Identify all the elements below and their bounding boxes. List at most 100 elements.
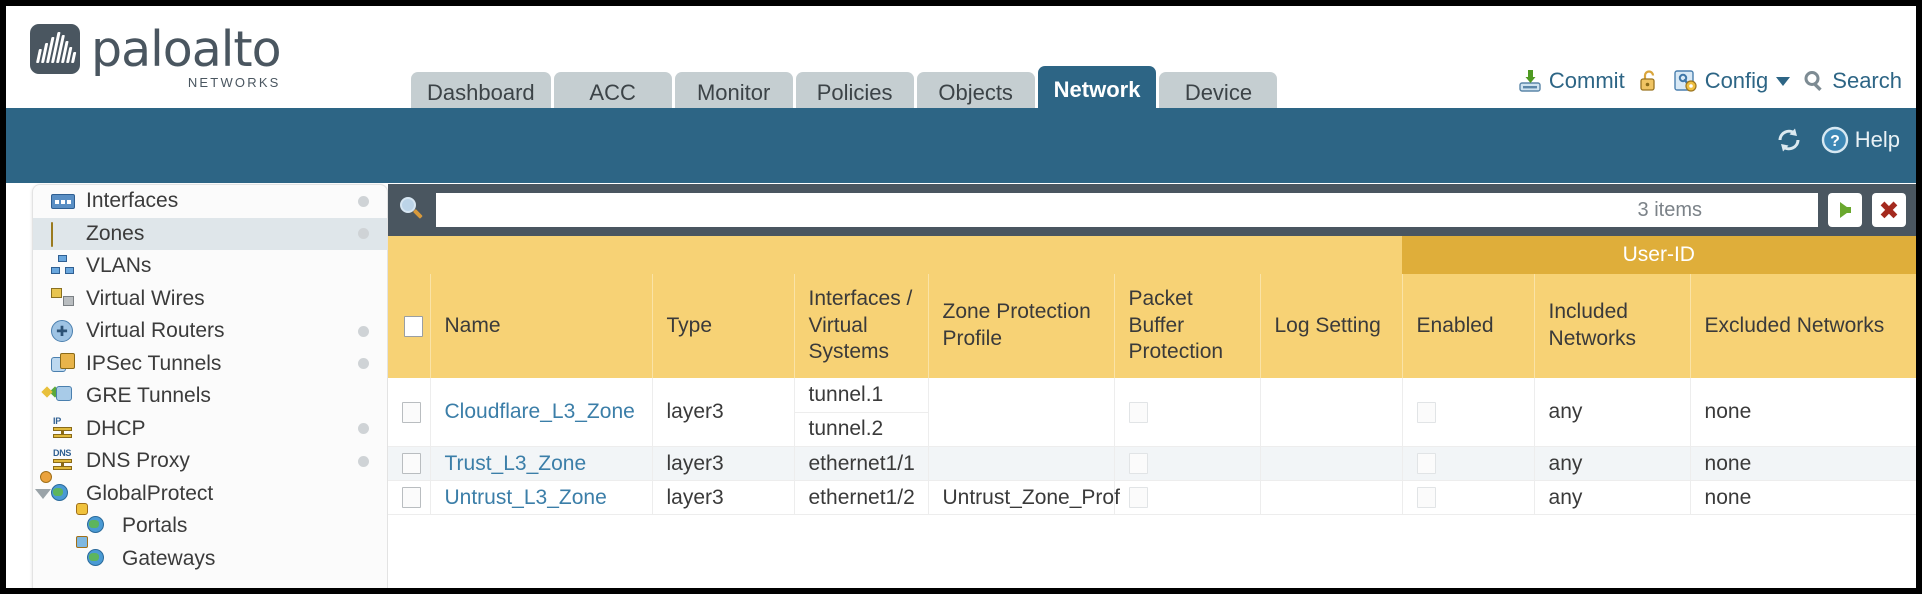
sub-header-band: ? Help	[6, 108, 1916, 183]
sidebar-item-dns-proxy[interactable]: DNS DNS Proxy	[33, 445, 387, 478]
sidebar-item-label: IPSec Tunnels	[86, 351, 222, 375]
logo-mark-icon	[30, 24, 80, 74]
tab-objects[interactable]: Objects	[916, 72, 1035, 114]
col-header-type[interactable]: Type	[652, 274, 795, 378]
help-icon: ?	[1821, 126, 1848, 154]
row-select-cell	[388, 446, 431, 481]
row-select-checkbox[interactable]	[402, 487, 421, 509]
sidebar-item-vlans[interactable]: VLANs	[33, 250, 387, 283]
sidebar-item-label: Virtual Routers	[86, 319, 225, 343]
lock-button[interactable]	[1637, 69, 1661, 93]
col-header-excluded-networks[interactable]: Excluded Networks	[1690, 274, 1916, 378]
select-all-checkbox[interactable]	[404, 315, 423, 337]
userid-enabled-checkbox[interactable]	[1416, 401, 1436, 423]
sidebar-item-label: GlobalProtect	[86, 481, 214, 505]
chevron-down-icon	[1776, 76, 1791, 86]
cell-type: layer3	[652, 480, 795, 515]
sidebar-item-status-dot	[358, 325, 369, 337]
tab-policies[interactable]: Policies	[795, 72, 914, 114]
sidebar-item-label: DNS Proxy	[86, 449, 190, 473]
application-window: paloalto NETWORKS Dashboard ACC Monitor Pol…	[6, 6, 1916, 588]
dns-proxy-icon: DNS	[51, 449, 77, 472]
globalprotect-icon	[40, 470, 77, 505]
col-header-packet-buffer-protection[interactable]: Packet Buffer Protection	[1114, 274, 1261, 378]
vlans-icon	[51, 255, 77, 277]
cell-type: layer3	[652, 446, 795, 481]
cell-name: Untrust_L3_Zone	[430, 480, 653, 515]
gateways-icon	[76, 535, 113, 570]
filter-search-icon	[398, 196, 426, 224]
group-header-row: User-ID	[388, 236, 1916, 274]
sidebar-item-status-dot	[358, 228, 369, 240]
refresh-button[interactable]	[1775, 127, 1803, 153]
tab-dashboard[interactable]: Dashboard	[411, 72, 551, 114]
tab-device[interactable]: Device	[1159, 72, 1278, 114]
row-select-checkbox[interactable]	[402, 453, 421, 475]
packet-buffer-protection-checkbox[interactable]	[1128, 401, 1148, 423]
paloalto-logo[interactable]: paloalto NETWORKS	[30, 24, 282, 90]
sidebar-item-globalprotect[interactable]: GlobalProtect	[33, 470, 387, 511]
interface-value: tunnel.1	[794, 378, 928, 413]
userid-enabled-checkbox[interactable]	[1416, 487, 1436, 509]
commit-button[interactable]: Commit	[1517, 68, 1625, 94]
zone-name-link[interactable]: Cloudflare_L3_Zone	[444, 400, 635, 423]
col-header-included-networks[interactable]: Included Networks	[1534, 274, 1691, 378]
column-header-row: Name Type Interfaces / Virtual Systems Z…	[388, 274, 1916, 378]
group-header-spacer	[388, 236, 1403, 274]
band-actions: ? Help	[1775, 126, 1900, 154]
apply-filter-button[interactable]	[1828, 193, 1862, 227]
col-header-zone-protection-profile[interactable]: Zone Protection Profile	[928, 274, 1115, 378]
userid-enabled-checkbox[interactable]	[1416, 453, 1436, 475]
zone-name-link[interactable]: Trust_L3_Zone	[444, 451, 587, 475]
tab-network[interactable]: Network	[1037, 66, 1157, 114]
zone-name-link[interactable]: Untrust_L3_Zone	[444, 485, 607, 509]
config-menu[interactable]: Config	[1673, 68, 1791, 94]
virtual-wires-icon	[51, 287, 77, 310]
col-header-interfaces[interactable]: Interfaces / Virtual Systems	[794, 274, 929, 378]
cell-zone-protection-profile	[928, 446, 1115, 481]
col-header-log-setting[interactable]: Log Setting	[1260, 274, 1403, 378]
sidebar-item-status-dot	[358, 195, 369, 207]
filter-input[interactable]	[436, 193, 1818, 227]
cell-interfaces: ethernet1/1	[794, 446, 929, 481]
sidebar-item-label: DHCP	[86, 416, 146, 440]
sidebar-item-virtual-routers[interactable]: ✚Virtual Routers	[33, 315, 387, 348]
clear-filter-button[interactable]: ✖	[1872, 193, 1906, 227]
tab-acc[interactable]: ACC	[553, 72, 672, 114]
col-header-userid-enabled[interactable]: Enabled	[1402, 274, 1535, 378]
sidebar-item-interfaces[interactable]: Interfaces	[33, 185, 387, 218]
col-header-name[interactable]: Name	[430, 274, 653, 378]
gre-tunnels-icon	[41, 385, 77, 407]
help-button[interactable]: ? Help	[1821, 126, 1900, 154]
packet-buffer-protection-checkbox[interactable]	[1128, 453, 1148, 475]
cell-name: Trust_L3_Zone	[430, 446, 653, 481]
zones-content-panel: 3 items ✖	[388, 184, 1916, 588]
sidebar-item-label: VLANs	[86, 254, 152, 278]
sidebar-item-gre-tunnels[interactable]: GRE Tunnels	[33, 380, 387, 413]
sidebar-item-ipsec-tunnels[interactable]: IPSec Tunnels	[33, 348, 387, 381]
sidebar-item-zones[interactable]: Zones	[33, 217, 387, 250]
sidebar-item-portals[interactable]: Portals	[33, 503, 387, 543]
cell-included-networks: any	[1534, 378, 1691, 447]
tab-label: Policies	[816, 80, 893, 105]
cell-packet-buffer-protection	[1114, 480, 1261, 515]
tab-label: ACC	[589, 80, 636, 105]
sidebar-item-virtual-wires[interactable]: Virtual Wires	[33, 283, 387, 316]
tab-monitor[interactable]: Monitor	[674, 72, 793, 114]
expand-twisty-icon[interactable]	[35, 488, 51, 499]
row-select-cell	[388, 378, 431, 447]
cell-userid-enabled	[1402, 378, 1535, 447]
cell-userid-enabled	[1402, 446, 1535, 481]
row-select-checkbox[interactable]	[402, 401, 421, 423]
close-icon: ✖	[1878, 195, 1900, 225]
sidebar-item-gateways[interactable]: Gateways	[33, 535, 387, 576]
cell-zone-protection-profile	[928, 378, 1115, 447]
packet-buffer-protection-checkbox[interactable]	[1128, 487, 1148, 509]
search-button[interactable]: Search	[1802, 68, 1902, 94]
commit-label: Commit	[1548, 68, 1625, 93]
cell-type: layer3	[652, 378, 795, 447]
